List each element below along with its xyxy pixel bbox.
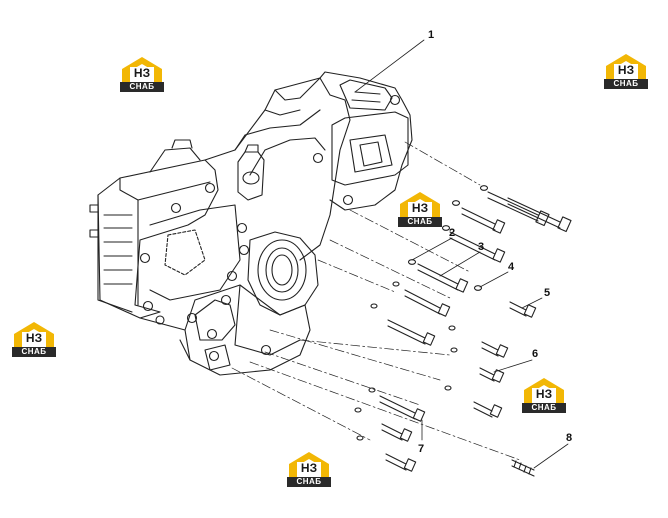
bolt-6c [473, 401, 503, 418]
bolt-long-upper-2 [507, 197, 572, 233]
bolt-long-upper-1 [487, 191, 550, 227]
callout-5: 5 [544, 287, 550, 299]
bolt-7c [385, 453, 417, 472]
bolt-upper-4 [449, 231, 506, 263]
watermark-mark: НЗ [25, 331, 43, 345]
watermark-mark: НЗ [300, 461, 318, 475]
watermark-logo: НЗ СНАБ [12, 320, 56, 358]
watermark-mark: НЗ [411, 201, 429, 215]
watermark-mark: НЗ [133, 66, 151, 80]
assembly-center-lines [231, 141, 521, 461]
watermark-mark: НЗ [617, 63, 635, 77]
watermark-word: СНАБ [604, 79, 648, 89]
bolt-7b [381, 423, 413, 442]
watermark-logo: НЗ СНАБ [287, 450, 331, 488]
watermark-word: СНАБ [12, 347, 56, 357]
stud-8 [511, 459, 535, 477]
watermark-word: СНАБ [287, 477, 331, 487]
watermark-word: СНАБ [522, 403, 566, 413]
callout-6: 6 [532, 348, 538, 360]
bolt-5 [509, 301, 537, 318]
bolt-mid-2 [387, 319, 436, 346]
callout-2: 2 [449, 227, 455, 239]
callout-7: 7 [418, 443, 424, 455]
watermark-logo: НЗ СНАБ [398, 190, 442, 228]
watermark-word: СНАБ [120, 82, 164, 92]
callout-1: 1 [428, 29, 434, 41]
watermark-logo: НЗ СНАБ [604, 52, 648, 90]
watermark-logo: НЗ СНАБ [120, 55, 164, 93]
bolt-6b [479, 367, 505, 383]
watermark-mark: НЗ [535, 387, 553, 401]
callout-3: 3 [478, 241, 484, 253]
bolt-mid-1 [404, 289, 451, 317]
watermark-word: СНАБ [398, 217, 442, 227]
bolt-7a [379, 395, 426, 422]
bolt-6a [481, 341, 509, 358]
bolt-3 [417, 263, 469, 293]
callout-8: 8 [566, 432, 572, 444]
callout-4: 4 [508, 261, 515, 273]
callout-leaders [354, 39, 569, 469]
timing-cover-housing [89, 71, 413, 376]
bolt-upper-3 [461, 207, 506, 234]
watermark-logo: НЗ СНАБ [522, 376, 566, 414]
fastener-set [354, 185, 572, 477]
